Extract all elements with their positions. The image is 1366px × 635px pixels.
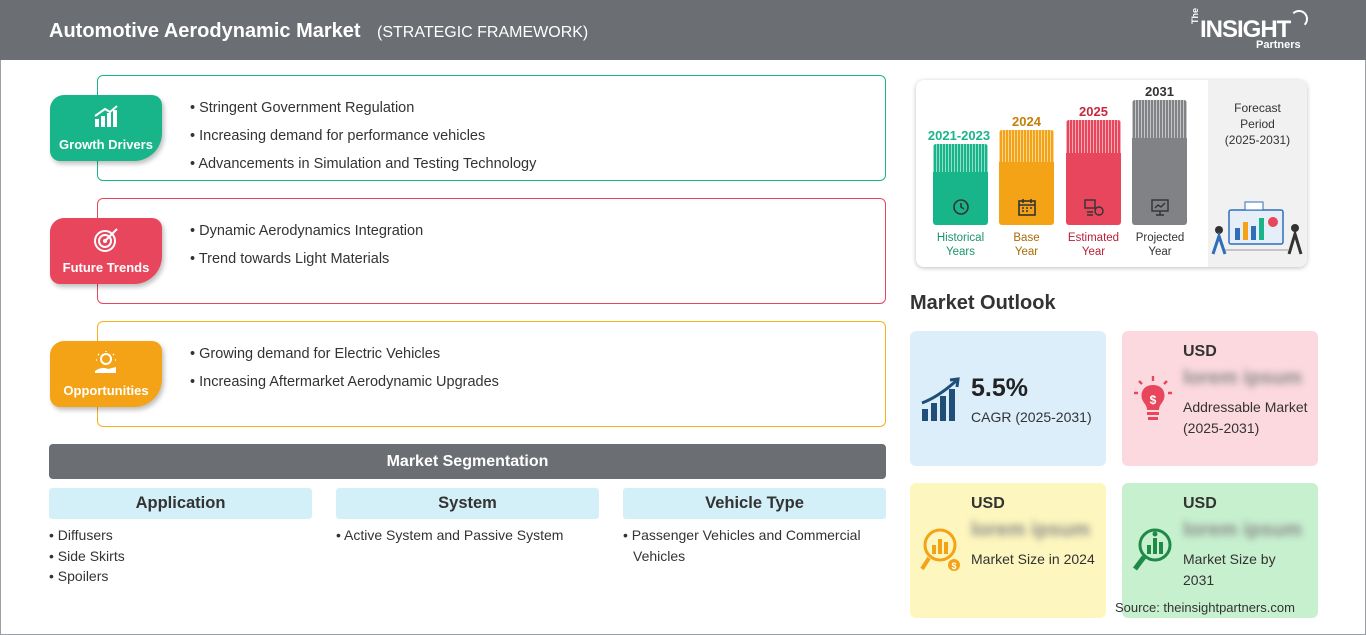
logo-partners: Partners: [1256, 39, 1301, 51]
list-item: Growing demand for Electric Vehicles: [190, 340, 499, 368]
insight-partners-logo: The INSIGHT Partners: [1190, 7, 1320, 54]
label-line: Year: [1148, 246, 1172, 258]
label-base: Base Year: [995, 231, 1058, 259]
label-line: Projected: [1135, 232, 1185, 244]
market-outlook-title: Market Outlook: [910, 292, 1056, 314]
addressable-market-tile: $ USD lorem ipsum Addressable Market (20…: [1122, 331, 1318, 466]
segment-system: System Active System and Passive System: [336, 488, 599, 546]
size-2031-label: Market Size by 2031: [1183, 551, 1276, 588]
target-icon: [94, 228, 118, 252]
growth-chart-icon: [94, 105, 118, 127]
timeline-panel: 2021-2023 Historical Years 2024 Base Yea…: [916, 80, 1307, 267]
svg-text:$: $: [951, 561, 956, 571]
label-historical: Historical Years: [924, 231, 997, 259]
calendar-icon: [1018, 199, 1036, 216]
list-item: Spoilers: [49, 566, 312, 587]
list-item: Diffusers: [49, 525, 312, 546]
bar-historical: [933, 144, 988, 225]
future-trends-badge: Future Trends: [50, 218, 162, 284]
segment-vehicle-type: Vehicle Type Passenger Vehicles and Comm…: [623, 488, 886, 566]
chart-dollar-icon: $: [920, 528, 960, 571]
logo-arc-icon: [1290, 10, 1308, 28]
cagr-label: CAGR (2025-2031): [971, 409, 1092, 425]
growth-drivers-badge: Growth Drivers: [50, 95, 162, 161]
list-item: Passenger Vehicles and Commercial Vehicl…: [623, 525, 886, 566]
opportunities-card: Growing demand for Electric Vehicles Inc…: [97, 321, 886, 427]
segment-header: Application: [49, 488, 312, 519]
svg-text:$: $: [1150, 393, 1157, 407]
header-bar: Automotive Aerodynamic Market (STRATEGIC…: [0, 0, 1366, 60]
future-trends-list: Dynamic Aerodynamics Integration Trend t…: [190, 217, 423, 273]
list-item: Increasing Aftermarket Aerodynamic Upgra…: [190, 368, 499, 396]
segmentation-title: Market Segmentation: [49, 444, 886, 479]
label-line: Base: [1013, 232, 1040, 244]
bar-estimated: [1066, 120, 1121, 225]
lightbulb-hand-icon: [95, 351, 116, 373]
bulb-dollar-icon: $: [1134, 376, 1172, 420]
growth-drivers-card: Stringent Government Regulation Increasi…: [97, 75, 886, 181]
size-2031-currency: USD: [1183, 495, 1217, 512]
year-historical: 2021-2023: [927, 128, 991, 143]
bar-base: [999, 130, 1054, 225]
logo-the: The: [1190, 7, 1200, 24]
history-icon: [953, 199, 969, 215]
segment-header: System: [336, 488, 599, 519]
opportunities-list: Growing demand for Electric Vehicles Inc…: [190, 340, 499, 396]
addressable-label: Addressable Market (2025-2031): [1183, 399, 1308, 436]
forecast-line: Forecast: [1234, 101, 1281, 115]
list-item: Trend towards Light Materials: [190, 245, 423, 273]
forecast-label: Forecast Period (2025-2031): [1208, 100, 1307, 148]
list-item: Increasing demand for performance vehicl…: [190, 122, 536, 150]
market-size-2031-tile: USD lorem ipsum Market Size by 2031: [1122, 483, 1318, 618]
label-estimated: Estimated Year: [1060, 231, 1127, 259]
analytics-people-icon: [1211, 201, 1303, 255]
size-2024-label: Market Size in 2024: [971, 551, 1095, 567]
label-line: Year: [1081, 246, 1106, 258]
label-projected: Projected Year: [1124, 231, 1196, 259]
size-2031-value: lorem ipsum: [1183, 519, 1302, 541]
page-subtitle: (STRATEGIC FRAMEWORK): [377, 24, 589, 41]
label-line: Year: [1014, 246, 1039, 258]
market-size-2024-tile: $ USD lorem ipsum Market Size in 2024: [910, 483, 1106, 618]
opportunities-label: Opportunities: [63, 383, 149, 398]
label-line: Years: [946, 246, 975, 258]
size-2024-currency: USD: [971, 495, 1005, 512]
source-text: Source: theinsightpartners.com: [1115, 600, 1295, 615]
logo-insight: INSIGHT: [1200, 16, 1291, 43]
estimate-icon: [1084, 199, 1104, 216]
addressable-currency: USD: [1183, 343, 1217, 360]
addressable-value: lorem ipsum: [1183, 367, 1302, 389]
list-item: Side Skirts: [49, 546, 312, 567]
segment-header: Vehicle Type: [623, 488, 886, 519]
magnifier-chart-icon: [1133, 528, 1172, 571]
future-trends-label: Future Trends: [62, 260, 150, 275]
cagr-tile: 5.5% CAGR (2025-2031): [910, 331, 1106, 466]
growth-bars-icon: [921, 377, 960, 421]
list-item: Advancements in Simulation and Testing T…: [190, 150, 536, 178]
year-estimated: 2025: [1079, 104, 1108, 119]
opportunities-badge: Opportunities: [50, 341, 162, 407]
forecast-line: Period: [1240, 117, 1275, 131]
list-item: Stringent Government Regulation: [190, 94, 536, 122]
segment-application: Application Diffusers Side Skirts Spoile…: [49, 488, 312, 587]
growth-drivers-label: Growth Drivers: [59, 137, 153, 152]
label-line: Estimated: [1067, 232, 1120, 244]
page-title: Automotive Aerodynamic Market: [49, 20, 361, 42]
growth-drivers-list: Stringent Government Regulation Increasi…: [190, 94, 536, 178]
presentation-icon: [1151, 199, 1169, 216]
size-2024-value: lorem ipsum: [971, 519, 1090, 541]
year-projected: 2031: [1145, 84, 1174, 99]
future-trends-card: Dynamic Aerodynamics Integration Trend t…: [97, 198, 886, 304]
forecast-line: (2025-2031): [1224, 133, 1291, 147]
bar-projected: [1132, 100, 1187, 225]
list-item: Dynamic Aerodynamics Integration: [190, 217, 423, 245]
year-base: 2024: [1012, 114, 1041, 129]
cagr-value: 5.5%: [971, 374, 1028, 402]
list-item: Active System and Passive System: [336, 525, 599, 546]
label-line: Historical: [936, 232, 985, 244]
